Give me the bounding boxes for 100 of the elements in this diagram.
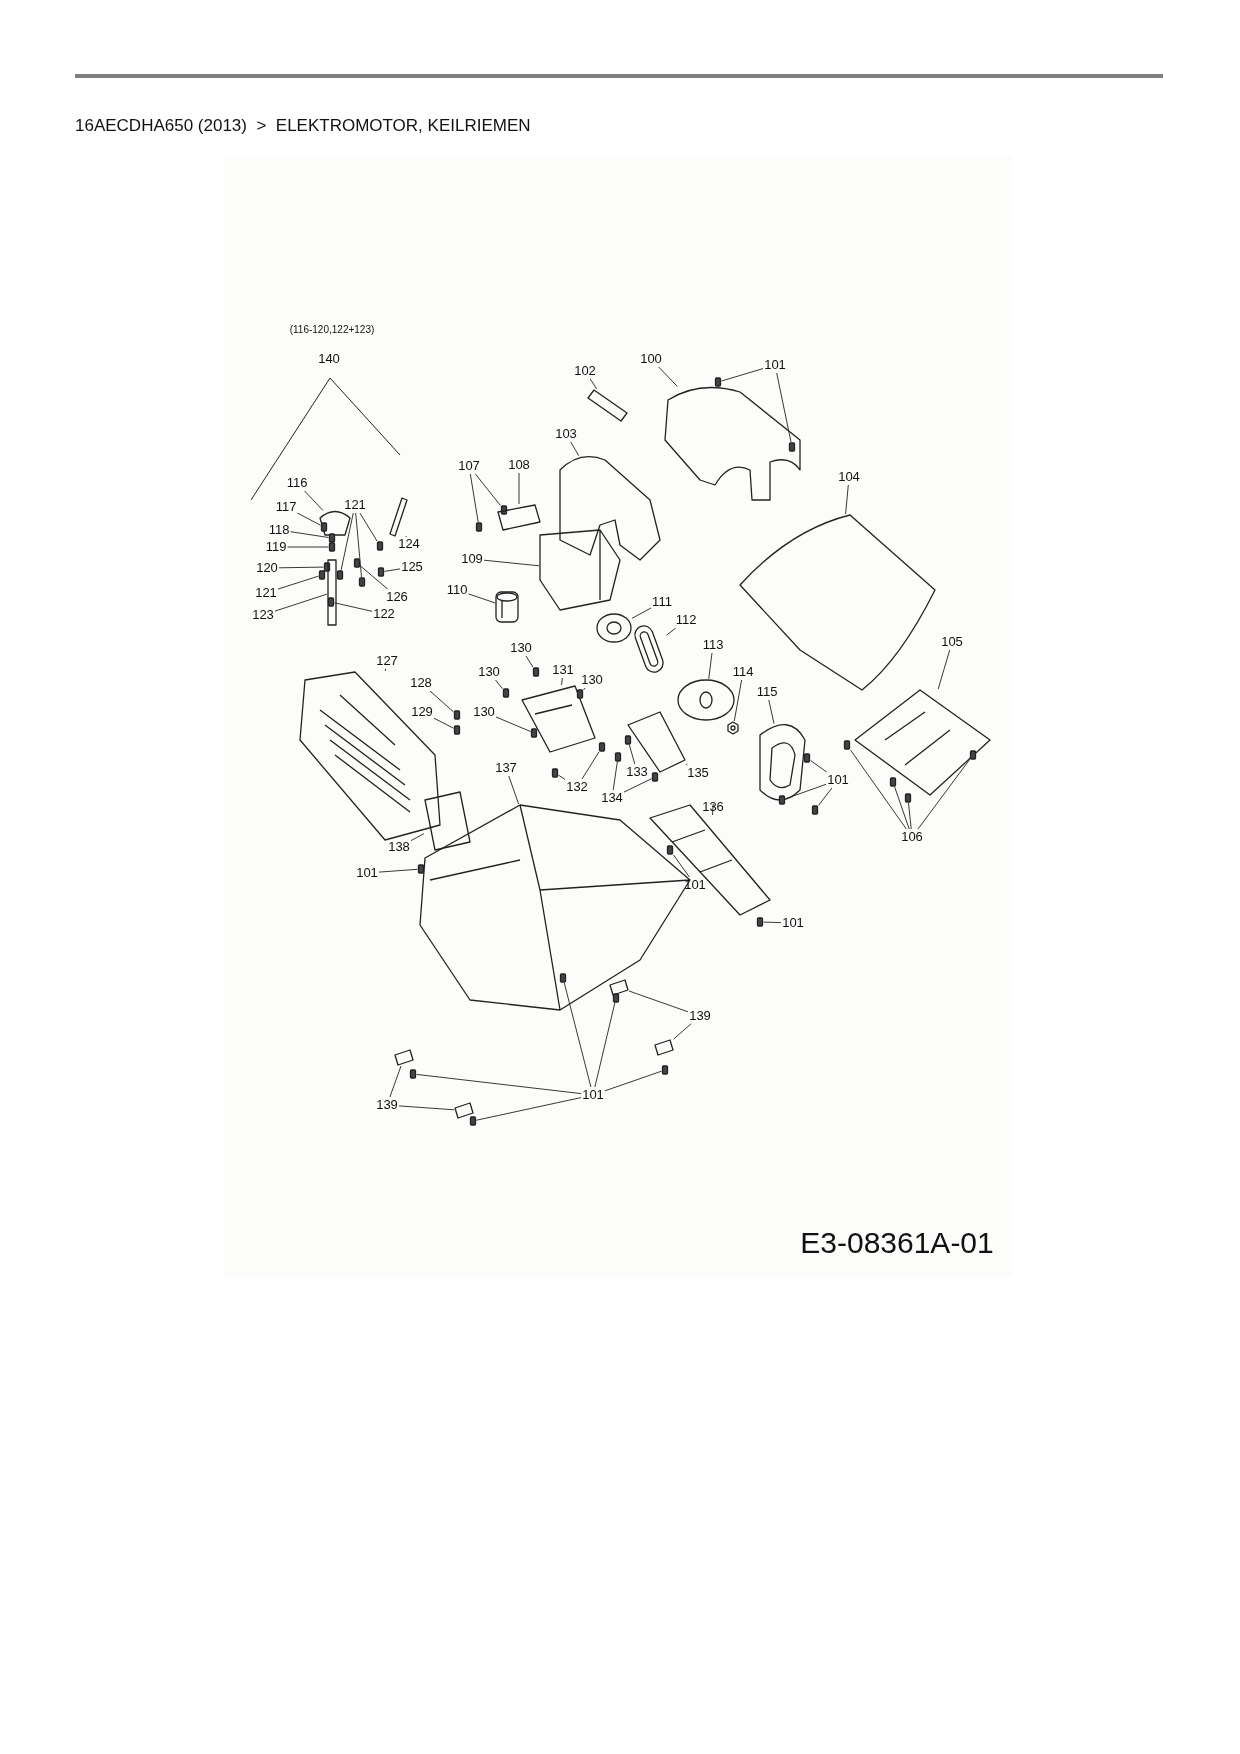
screw bbox=[328, 533, 336, 543]
screw bbox=[409, 1069, 417, 1079]
leader-line bbox=[359, 512, 378, 542]
callout-number: 110 bbox=[446, 583, 468, 597]
leader-line bbox=[304, 490, 324, 511]
screw bbox=[353, 558, 361, 568]
leader-line bbox=[563, 982, 592, 1088]
pulley bbox=[596, 613, 632, 643]
leader-line bbox=[416, 1073, 582, 1095]
grille-cover bbox=[299, 671, 441, 841]
callout-number: 124 bbox=[398, 537, 420, 551]
leader-line bbox=[666, 627, 677, 636]
callout-number: 109 bbox=[461, 552, 483, 566]
leader-line bbox=[850, 749, 907, 830]
screw bbox=[323, 562, 331, 572]
callout-number: 129 bbox=[411, 705, 433, 719]
screw bbox=[551, 768, 559, 778]
leader-line bbox=[558, 774, 566, 780]
screw bbox=[377, 567, 385, 577]
leader-line bbox=[508, 775, 520, 805]
leader-line bbox=[712, 803, 714, 816]
callout-number: 131 bbox=[552, 663, 574, 677]
leader-line bbox=[334, 602, 373, 612]
screw bbox=[624, 735, 632, 745]
leader-line bbox=[468, 593, 496, 604]
callout-number: 121 bbox=[255, 586, 277, 600]
screw bbox=[803, 753, 811, 763]
drawing-number: E3-08361A-01 bbox=[800, 1227, 994, 1259]
callout-number: 115 bbox=[756, 685, 778, 699]
callout-number: 111 bbox=[652, 595, 672, 609]
screw bbox=[469, 1116, 477, 1126]
leader-line bbox=[685, 763, 688, 766]
leader-line bbox=[360, 565, 389, 590]
leader-line bbox=[673, 854, 690, 878]
nut bbox=[727, 721, 739, 735]
fan-wheel bbox=[677, 679, 735, 721]
leader-line bbox=[410, 833, 425, 842]
screw bbox=[500, 505, 508, 515]
leader-line bbox=[277, 575, 319, 590]
leader-line bbox=[384, 568, 401, 572]
screw bbox=[358, 577, 366, 587]
callout-number: 101 bbox=[782, 916, 804, 930]
leader-line bbox=[594, 1002, 616, 1088]
screw bbox=[614, 752, 622, 762]
leader-line bbox=[673, 1023, 692, 1040]
callout-number: 127 bbox=[376, 654, 398, 668]
callout-number: 104 bbox=[838, 470, 860, 484]
leader-line bbox=[297, 512, 321, 526]
leader-line bbox=[495, 716, 531, 732]
screw bbox=[532, 667, 540, 677]
screw bbox=[453, 710, 461, 720]
callout-number: 125 bbox=[401, 560, 423, 574]
leader-line bbox=[612, 761, 618, 791]
screw bbox=[666, 845, 674, 855]
clip bbox=[454, 1102, 474, 1119]
leader-line bbox=[818, 787, 833, 806]
leader-line bbox=[894, 786, 910, 830]
callout-number: 123 bbox=[252, 608, 274, 622]
assembly-note: (116-120,122+123) bbox=[289, 324, 375, 336]
callout-number: 105 bbox=[941, 635, 963, 649]
callout-number: 130 bbox=[581, 673, 603, 687]
gasket bbox=[424, 791, 471, 851]
callout-number: 130 bbox=[510, 641, 532, 655]
leader-line bbox=[631, 607, 652, 619]
fan-housing bbox=[759, 724, 806, 801]
strip-plate bbox=[649, 804, 771, 916]
screw bbox=[598, 742, 606, 752]
leader-line bbox=[278, 566, 324, 569]
leader-line bbox=[721, 368, 764, 382]
leader-line bbox=[908, 802, 912, 830]
leader-line bbox=[340, 512, 354, 571]
leader-line bbox=[658, 366, 678, 387]
leader-line bbox=[810, 760, 828, 773]
leader-line bbox=[495, 679, 503, 690]
leader-line bbox=[355, 512, 362, 578]
leader-line bbox=[476, 1097, 582, 1121]
cover-shell bbox=[664, 386, 801, 501]
callout-number: 101 bbox=[582, 1088, 604, 1102]
bracket-plate bbox=[497, 504, 541, 531]
screw bbox=[453, 725, 461, 735]
callout-number: 101 bbox=[764, 358, 786, 372]
leader-line bbox=[917, 759, 970, 830]
callout-number: 135 bbox=[687, 766, 709, 780]
callout-number: 139 bbox=[689, 1009, 711, 1023]
callout-number: 108 bbox=[508, 458, 530, 472]
leader-line bbox=[589, 378, 598, 390]
v-belt bbox=[631, 622, 667, 676]
callout-number: 128 bbox=[410, 676, 432, 690]
callout-number: 101 bbox=[356, 866, 378, 880]
screw bbox=[336, 570, 344, 580]
electric-motor bbox=[539, 529, 621, 611]
rod bbox=[327, 559, 337, 626]
callout-number: 134 bbox=[601, 791, 623, 805]
leader-line bbox=[384, 668, 387, 672]
callout-number: 106 bbox=[901, 830, 923, 844]
screw bbox=[318, 570, 326, 580]
leader-line bbox=[768, 699, 775, 725]
callout-number: 107 bbox=[458, 459, 480, 473]
leader-line bbox=[623, 778, 652, 793]
leader-line bbox=[708, 652, 713, 680]
